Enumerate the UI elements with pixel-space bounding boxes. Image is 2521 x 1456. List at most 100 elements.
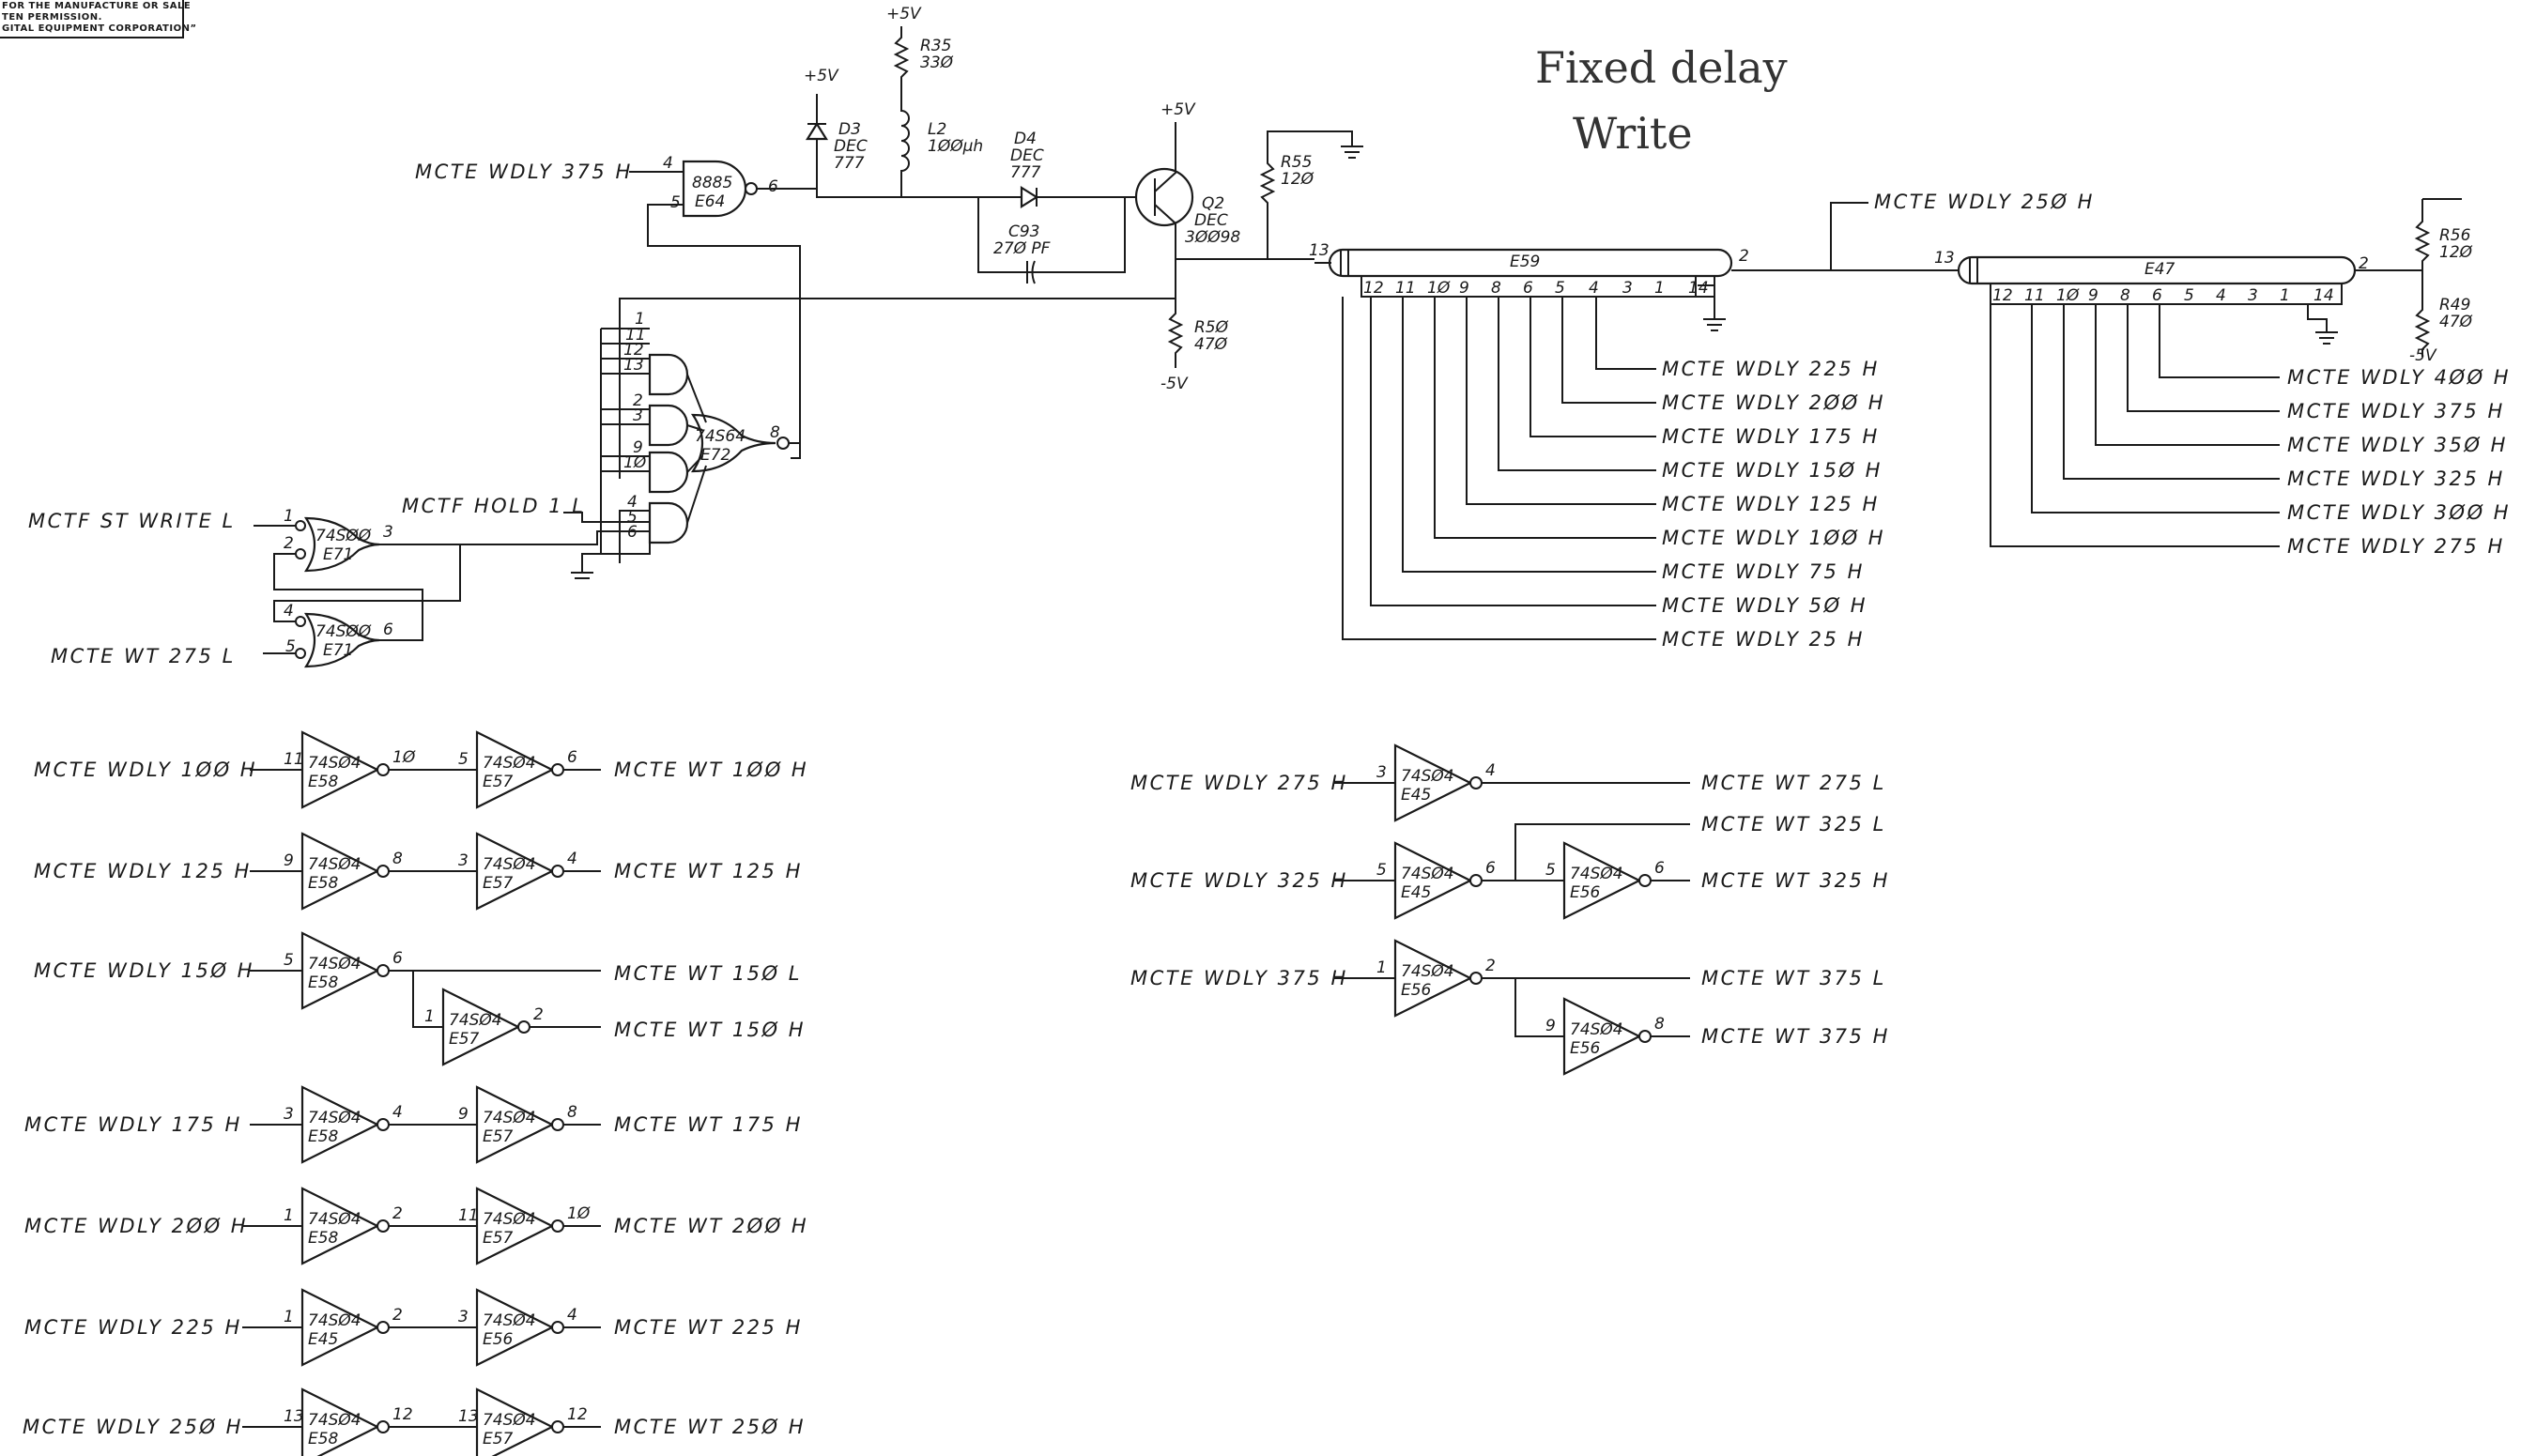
l2-ref: L2 [928, 120, 946, 139]
part-ref: E45 [1401, 883, 1431, 902]
inverter-bubble [551, 1420, 564, 1433]
pin-in: 3 [458, 1308, 469, 1326]
part-ref: E57 [483, 1430, 514, 1448]
part-type: 74SØ4 [483, 754, 536, 773]
pin-out: 2 [392, 1306, 403, 1325]
inverter-bubble [377, 1118, 390, 1131]
buffer-gate-1 [300, 931, 380, 1010]
svg-text:DEC: DEC [834, 137, 868, 156]
e47-tap-label: MCTE WDLY 4ØØ H [2287, 366, 2511, 389]
buffer-gate-2 [475, 1187, 555, 1265]
r56-ref: R56 [2439, 226, 2471, 245]
e47-pin: 1Ø [2056, 286, 2080, 305]
buffer-output-l-label: MCTE WT 325 L [1701, 813, 1886, 835]
buffer-input-label: MCTE WDLY 1ØØ H [34, 759, 257, 781]
svg-text:74SØØ: 74SØØ [315, 622, 372, 641]
part-ref: E58 [308, 1229, 339, 1248]
delay-line-e47: E47 13 2 [1934, 249, 2369, 305]
pin-in: 5 [284, 951, 294, 970]
part-type: 74SØ4 [1570, 865, 1623, 883]
part-type: 74SØ4 [1401, 767, 1454, 786]
svg-text:3: 3 [633, 406, 643, 425]
e47-tap-label: MCTE WDLY 325 H [2287, 467, 2505, 490]
e59-tap-label: MCTE WDLY 175 H [1662, 425, 1880, 448]
pin-out: 6 [1654, 859, 1665, 878]
inverter-bubble [551, 1219, 564, 1233]
pin-in: 5 [1545, 861, 1556, 880]
part-ref: E56 [1570, 1039, 1601, 1058]
svg-text:Q2: Q2 [1202, 194, 1224, 213]
e59-pin: 14 [1688, 279, 1709, 298]
inverter-bubble [551, 763, 564, 776]
svg-text:74SØØ: 74SØØ [315, 527, 372, 545]
inverter-bubble [377, 865, 390, 878]
buffer-wire [1482, 823, 1690, 881]
e59-pin: 3 [1622, 279, 1633, 298]
svg-text:5: 5 [627, 508, 638, 527]
inverter-bubble [551, 865, 564, 878]
part-ref: E58 [308, 874, 339, 893]
pin-in: 3 [458, 851, 469, 870]
pin-out: 12 [567, 1405, 588, 1424]
e47-pin: 9 [2088, 286, 2098, 305]
inverter-bubble [551, 1321, 564, 1334]
pin-in: 1 [284, 1206, 294, 1225]
pin-out: 4 [1485, 761, 1496, 780]
part-type: 74SØ4 [483, 855, 536, 874]
svg-text:13: 13 [1934, 249, 1955, 268]
part-ref: E45 [1401, 786, 1431, 805]
part-type: 74SØ4 [308, 1311, 361, 1330]
pin-out: 2 [1485, 957, 1496, 975]
e59-tap-label: MCTE WDLY 75 H [1662, 560, 1865, 583]
r49-ref: R49 [2439, 296, 2470, 314]
part-ref: E45 [308, 1330, 338, 1349]
e47-pin: 5 [2184, 286, 2194, 305]
e47-pin: 11 [2024, 286, 2045, 305]
gate-e71-b: 74SØØ E71 [295, 612, 380, 668]
inverter-bubble [517, 1020, 530, 1034]
pin-out: 6 [567, 748, 577, 767]
buffer-gate-2 [475, 730, 555, 809]
copyright-notice: FOR THE MANUFACTURE OR SALE TEN PERMISSI… [0, 0, 196, 38]
svg-text:13: 13 [623, 356, 644, 375]
e59-pin: 1Ø [1427, 279, 1451, 298]
e59-pin: 5 [1555, 279, 1565, 298]
l2-value: 1ØØμh [928, 137, 983, 156]
svg-text:13: 13 [1309, 241, 1330, 260]
r49-value: 47Ø [2439, 313, 2473, 331]
part-type: 74SØ4 [1401, 962, 1454, 981]
svg-text:+5V: +5V [886, 5, 922, 23]
svg-text:5: 5 [670, 193, 681, 212]
diode-d3: D3 DEC 777 [806, 94, 868, 197]
copyright-line-2: TEN PERMISSION. [2, 12, 102, 23]
d4-ref: D4 [1014, 130, 1037, 148]
part-type: 74SØ4 [483, 1411, 536, 1430]
svg-text:1Ø: 1Ø [623, 453, 647, 472]
svg-text:D3: D3 [838, 120, 861, 139]
svg-text:4: 4 [663, 154, 673, 173]
e47-ref: E47 [2144, 260, 2175, 279]
e59-tap-label: MCTE WDLY 5Ø H [1662, 594, 1868, 617]
svg-text:-5V: -5V [2409, 346, 2437, 365]
part-type: 74SØ4 [308, 1210, 361, 1229]
inverter-bubble [377, 964, 390, 977]
net-wdly250-tap: MCTE WDLY 25Ø H [1874, 191, 2095, 213]
e47-pin: 3 [2248, 286, 2258, 305]
e47-tap-wire [1990, 304, 2280, 547]
buffer-input-label: MCTE WDLY 175 H [24, 1113, 242, 1136]
pin-in: 5 [1376, 861, 1387, 880]
e72-type: 74S64 [695, 427, 746, 446]
e59-pin: 6 [1523, 279, 1533, 298]
buffer-gate-1 [1393, 743, 1473, 822]
svg-text:2: 2 [2359, 254, 2369, 273]
pin-in: 1 [424, 1007, 435, 1026]
pin-in: 1 [284, 1308, 294, 1326]
e59-tap-label: MCTE WDLY 25 H [1662, 628, 1865, 651]
copyright-line-1: FOR THE MANUFACTURE OR SALE [2, 1, 191, 11]
inverter-bubble [377, 1420, 390, 1433]
part-ref: E57 [449, 1030, 480, 1049]
net-st-write: MCTF ST WRITE L [28, 510, 236, 532]
svg-text:2: 2 [633, 391, 643, 410]
e47-tap-label: MCTE WDLY 3ØØ H [2287, 501, 2511, 524]
